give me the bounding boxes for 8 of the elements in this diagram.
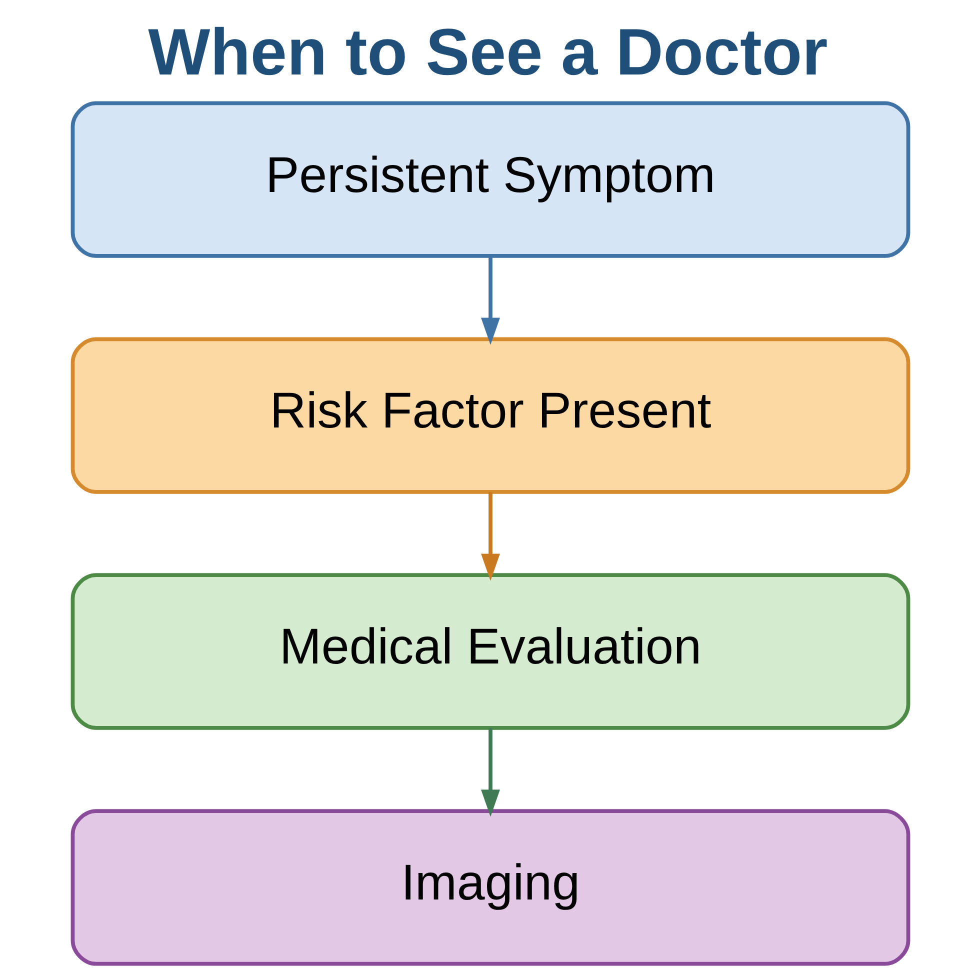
arrow bbox=[480, 256, 500, 345]
node-box: Persistent Symptom bbox=[70, 101, 910, 258]
arrow bbox=[480, 728, 500, 817]
arrow bbox=[480, 492, 500, 581]
node-box: Imaging bbox=[70, 809, 910, 966]
node-box: Risk Factor Present bbox=[70, 337, 910, 494]
node-box: Medical Evaluation bbox=[70, 573, 910, 730]
diagram-title: When to See a Doctor bbox=[148, 14, 828, 89]
